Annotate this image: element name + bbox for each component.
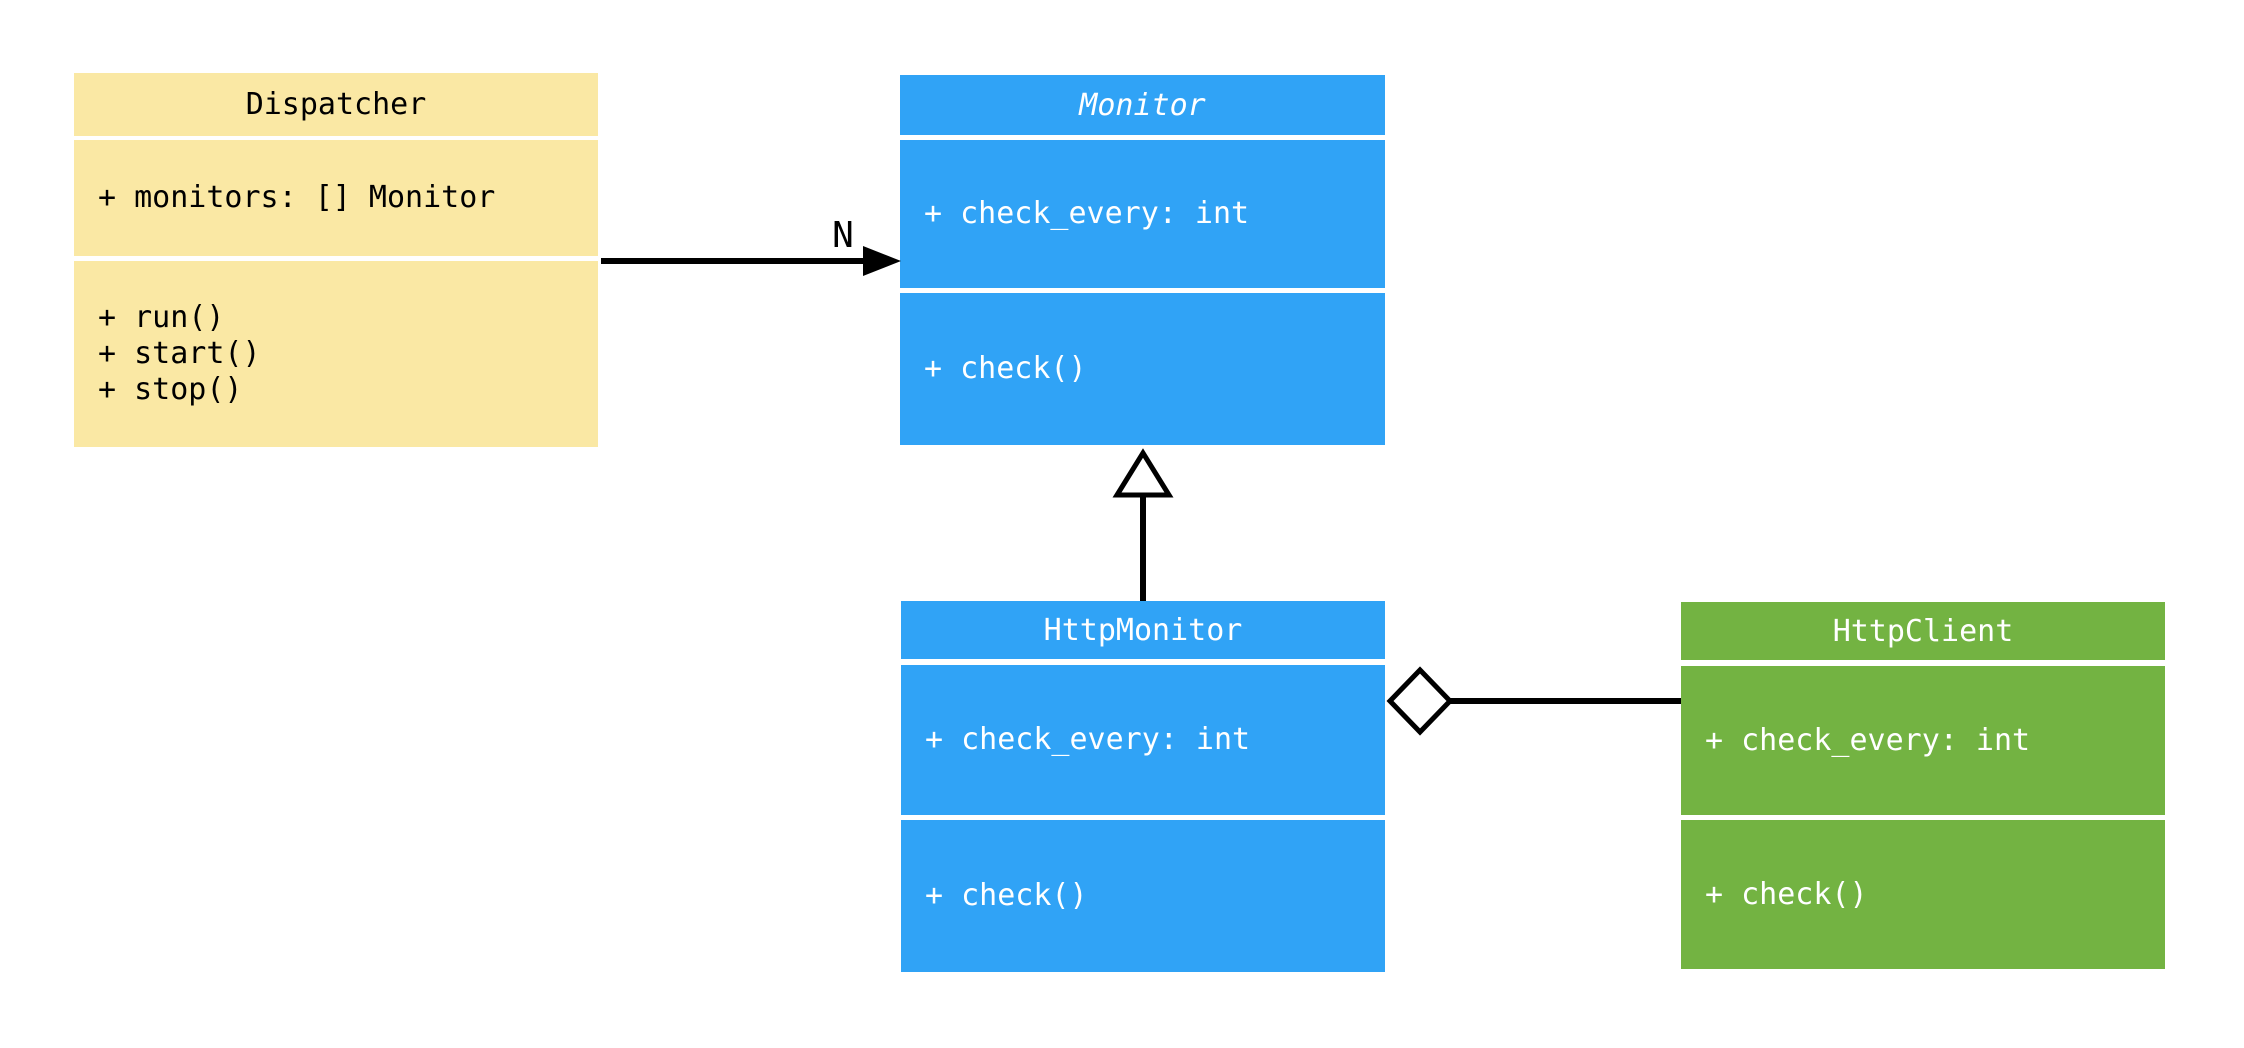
association-arrowhead-icon [863,246,901,276]
class-monitor-title: Monitor [900,75,1385,135]
method-line: + stop() [98,372,243,407]
class-monitor-attributes: + check_every: int [900,140,1385,288]
class-dispatcher-attributes: + monitors: [] Monitor [74,140,598,256]
attribute-line: + check_every: int [1705,722,2031,758]
attribute-line: + check_every: int [925,722,1251,757]
class-httpclient-methods: + check() [1681,820,2165,969]
class-dispatcher: Dispatcher + monitors: [] Monitor + run(… [74,73,598,447]
class-httpclient-title: HttpClient [1681,602,2165,660]
association-dispatcher-monitor: N [601,215,901,276]
method-line: + check() [924,351,1087,386]
class-dispatcher-title: Dispatcher [74,73,598,136]
class-httpmonitor-methods: + check() [901,820,1385,972]
class-httpclient: HttpClient + check_every: int + check() [1681,602,2165,969]
method-line: + check() [925,878,1088,913]
class-monitor: Monitor + check_every: int + check() [900,75,1385,445]
aggregation-httpmonitor-httpclient [1386,666,1681,736]
method-line: + start() [98,336,261,371]
class-httpclient-attributes: + check_every: int [1681,666,2165,815]
inheritance-triangle-icon [1112,448,1174,498]
method-line: + check() [1705,876,1868,912]
generalization-httpmonitor-monitor [1112,448,1174,601]
class-httpmonitor: HttpMonitor + check_every: int + check() [901,601,1385,972]
association-multiplicity-label: N [832,215,854,256]
attribute-line: + monitors: [] Monitor [98,180,496,215]
attribute-line: + check_every: int [924,196,1250,231]
class-httpmonitor-title: HttpMonitor [901,601,1385,659]
aggregation-diamond-icon [1386,666,1454,736]
method-line: + run() [98,300,225,335]
class-dispatcher-methods: + run() + start() + stop() [74,261,598,447]
class-httpmonitor-attributes: + check_every: int [901,665,1385,815]
class-monitor-methods: + check() [900,293,1385,445]
